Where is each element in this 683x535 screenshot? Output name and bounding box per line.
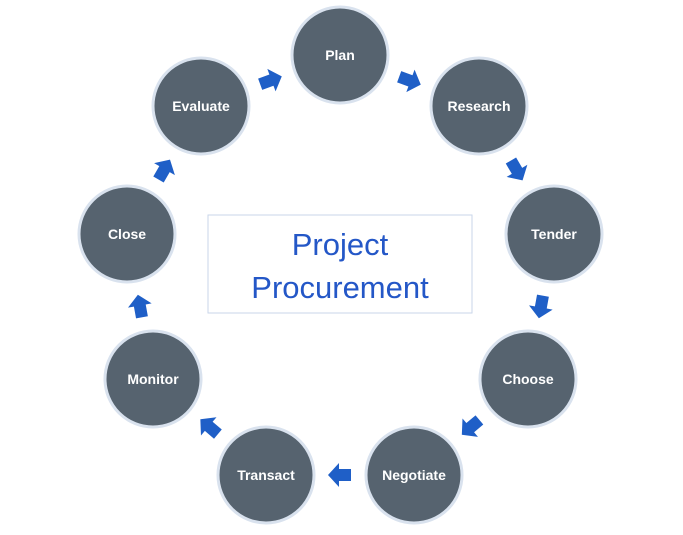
cycle-steps: Plan Research Tender Choose Negotiate Tr… [77, 5, 604, 525]
step-label: Tender [531, 226, 577, 242]
step-label: Monitor [127, 371, 179, 387]
step-circle [429, 56, 529, 156]
step-label: Evaluate [172, 98, 230, 114]
step-evaluate: Evaluate [151, 56, 251, 156]
arrow-icon [128, 294, 152, 319]
arrow-icon [258, 68, 282, 92]
step-circle [77, 184, 177, 284]
step-monitor: Monitor [103, 329, 203, 429]
arrow-icon [397, 69, 421, 93]
arrow-icon [505, 157, 528, 181]
step-label: Close [108, 226, 146, 242]
step-circle [364, 425, 464, 525]
step-circle [151, 56, 251, 156]
step-plan: Plan [290, 5, 390, 105]
step-negotiate: Negotiate [364, 425, 464, 525]
step-label: Negotiate [382, 467, 446, 483]
step-label: Research [447, 98, 510, 114]
center-title: Project Procurement [207, 214, 473, 314]
step-circle [504, 184, 604, 284]
arrow-icon [529, 294, 553, 319]
step-circle [103, 329, 203, 429]
step-label: Choose [502, 371, 554, 387]
title-line-2: Procurement [251, 270, 429, 305]
step-close: Close [77, 184, 177, 284]
arrow-icon [461, 415, 484, 437]
step-research: Research [429, 56, 529, 156]
step-choose: Choose [478, 329, 578, 429]
step-circle [216, 425, 316, 525]
step-tender: Tender [504, 184, 604, 284]
cycle-arrows [128, 68, 553, 487]
arrow-icon [153, 159, 175, 183]
center-title-box [207, 214, 473, 314]
arrow-icon [200, 417, 222, 439]
step-circle [478, 329, 578, 429]
step-transact: Transact [216, 425, 316, 525]
step-circle [290, 5, 390, 105]
title-line-1: Project [292, 227, 389, 262]
arrow-icon [328, 463, 351, 487]
step-label: Plan [325, 47, 355, 63]
step-label: Transact [237, 467, 295, 483]
